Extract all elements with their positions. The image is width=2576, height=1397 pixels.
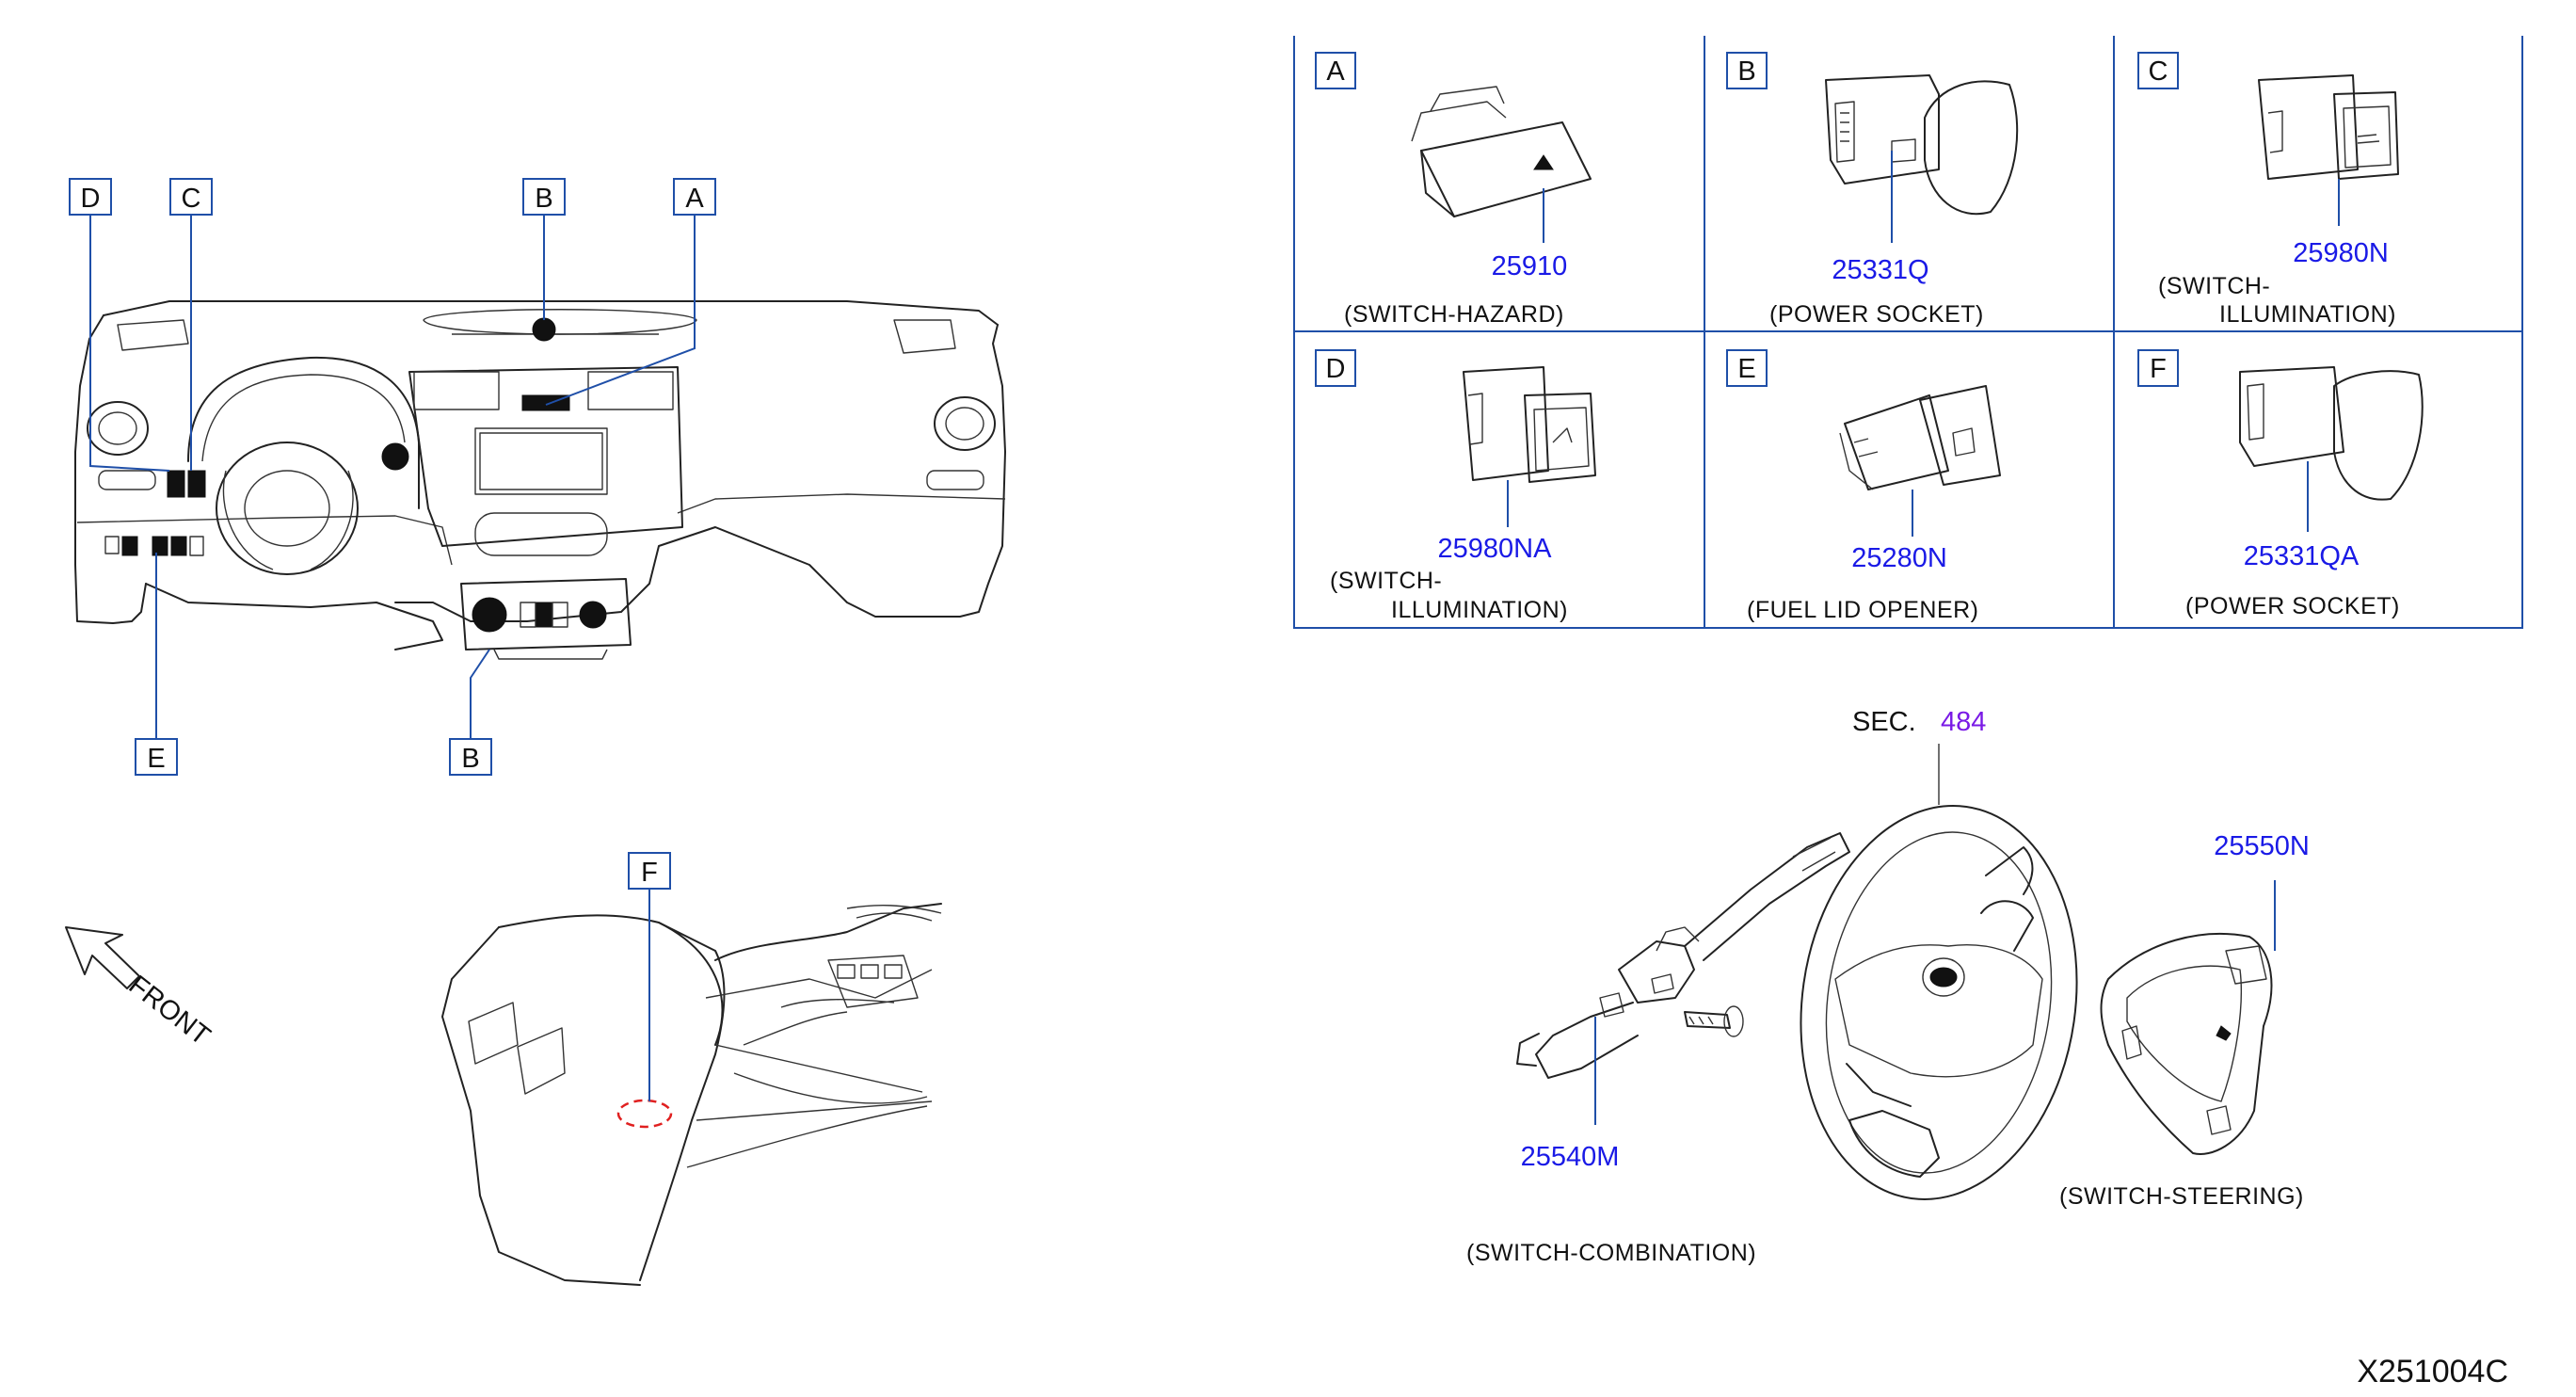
fuel-lid-opener-drawing	[1839, 385, 2001, 490]
parts-table: A 25910 (SWITCH-HAZARD) B	[1293, 36, 2523, 629]
panel-B-part-name: (POWER SOCKET)	[1769, 301, 1984, 328]
callout-box-F	[628, 852, 671, 890]
panel-B-letter: B	[1737, 56, 1755, 87]
console-illustration: F	[441, 852, 942, 1286]
steering-switch-part-number: 25550N	[2214, 831, 2310, 861]
panel-F-part-number: 25331QA	[2244, 541, 2360, 571]
steering-switch-drawing	[2100, 933, 2273, 1155]
panel-D-part-name-1: (SWITCH-	[1330, 568, 1442, 594]
dashboard-illustration: D C B A E B	[69, 178, 1006, 776]
callout-A: A	[685, 184, 704, 214]
panel-D-part-number: 25980NA	[1438, 534, 1553, 564]
panel-B-part-number: 25331Q	[1832, 255, 1928, 285]
steering-wheel-drawing	[1800, 805, 2078, 1200]
panel-A-letter: A	[1326, 56, 1345, 87]
figure-code: X251004C	[2357, 1354, 2508, 1389]
panel-C-part-name-1: (SWITCH-	[2158, 273, 2270, 299]
callout-D: D	[81, 184, 101, 214]
callout-box-E	[135, 738, 178, 776]
panel-D: D 25980NA (SWITCH- ILLUMINATION)	[1315, 349, 1596, 623]
panel-F-letter: F	[2150, 354, 2167, 384]
panel-D-letter: D	[1326, 354, 1346, 384]
illumination-switch-c-drawing	[2258, 74, 2399, 180]
panel-C-letter: C	[2149, 56, 2168, 87]
combination-switch-part-number: 25540M	[1521, 1142, 1620, 1172]
panel-D-part-name-2: ILLUMINATION)	[1391, 597, 1568, 623]
steering-switch-name: (SWITCH-STEERING)	[2059, 1183, 2304, 1210]
front-arrow: FRONT	[65, 926, 216, 1052]
callout-F: F	[641, 858, 658, 888]
panel-E-part-name: (FUEL LID OPENER)	[1747, 597, 1979, 623]
power-socket-f-drawing	[2239, 366, 2424, 501]
panel-A: A 25910 (SWITCH-HAZARD)	[1315, 52, 1592, 328]
callout-B-top: B	[535, 184, 552, 214]
panel-F: F 25331QA (POWER SOCKET)	[2137, 349, 2424, 619]
callout-box-D	[69, 178, 112, 216]
callout-box-B-top	[522, 178, 566, 216]
callout-box-B-bottom	[449, 738, 492, 776]
panel-C-part-number: 25980N	[2293, 238, 2389, 268]
panel-B: B 25331Q (POWER SOCKET)	[1726, 52, 2019, 328]
socket-location-marker	[616, 1099, 673, 1129]
callout-C: C	[182, 184, 201, 214]
panel-E-letter: E	[1737, 354, 1755, 384]
power-socket-drawing	[1825, 74, 2019, 216]
callout-box-C	[169, 178, 213, 216]
callout-E: E	[147, 744, 165, 774]
panel-A-part-number: 25910	[1492, 251, 1568, 281]
panel-A-part-name: (SWITCH-HAZARD)	[1344, 301, 1564, 328]
illumination-switch-d-drawing	[1463, 366, 1596, 483]
callout-B-bottom: B	[461, 744, 479, 774]
hazard-switch-drawing	[1411, 86, 1592, 217]
steering-illustration: SEC. 484	[1466, 707, 2310, 1266]
combination-switch-drawing	[1516, 832, 1850, 1079]
combination-switch-name: (SWITCH-COMBINATION)	[1466, 1240, 1756, 1266]
panel-E: E 25280N (FUEL LID OPENER)	[1726, 349, 2001, 623]
panel-F-part-name: (POWER SOCKET)	[2185, 593, 2400, 619]
sec-ref: 484	[1941, 707, 1986, 737]
callout-box-A	[673, 178, 716, 216]
sec-label: SEC.	[1852, 707, 1916, 737]
front-label: FRONT	[123, 970, 216, 1052]
panel-E-part-number: 25280N	[1851, 543, 1947, 573]
panel-C: C 25980N (SWITCH- ILLUMINATION)	[2137, 52, 2399, 328]
panel-C-part-name-2: ILLUMINATION)	[2219, 301, 2396, 328]
